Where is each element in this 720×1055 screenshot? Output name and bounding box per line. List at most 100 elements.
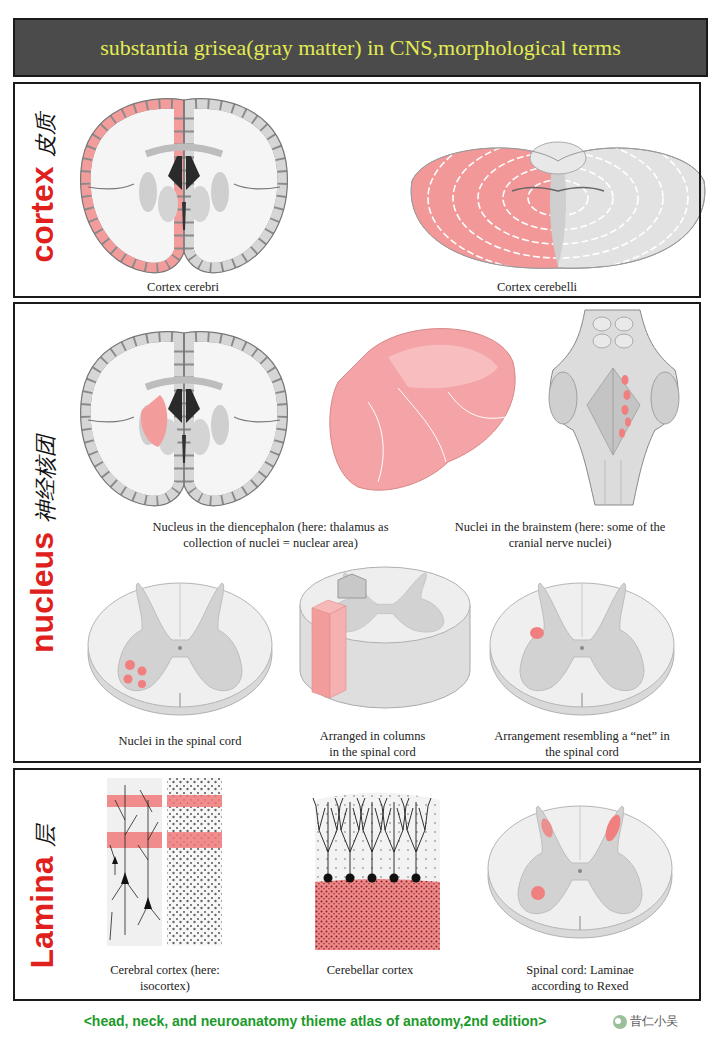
illustration-part [550, 164, 566, 266]
spinal-cord-nuclei [88, 583, 272, 715]
illustration-part [428, 124, 688, 272]
section-term-chinese: 层 [31, 825, 61, 847]
brainstem-dorsal [549, 310, 679, 505]
illustration-part [593, 334, 611, 348]
illustration-part [615, 317, 633, 331]
illustration-part [549, 372, 577, 424]
illustration-part [312, 608, 330, 698]
illustration-part [81, 99, 184, 273]
illustration-part [81, 99, 184, 273]
illustration-part [81, 99, 184, 273]
illustration-part [81, 332, 184, 506]
illustration-part [184, 99, 287, 273]
illustration-part [141, 395, 167, 447]
illustration-part [184, 332, 287, 506]
figure-caption: Cortex cerebelli [467, 279, 607, 295]
figure-caption: Nuclei in the brainstem (here: some of t… [445, 519, 675, 552]
section-term: Lamina [24, 856, 61, 968]
illustration-part [330, 606, 346, 698]
illustration-part [184, 99, 287, 273]
illustration-part [184, 332, 287, 506]
illustration-part [512, 188, 604, 192]
illustration-part [184, 99, 287, 273]
section-term-chinese: 神经核团 [31, 435, 61, 523]
section-term: cortex [24, 166, 61, 262]
illustration-part [110, 785, 160, 940]
cerebellar-cortex [313, 793, 440, 951]
illustration-part [625, 418, 631, 427]
illustration-part [88, 333, 280, 463]
watermark: 昔仁小吴 [630, 1014, 714, 1030]
figure-caption: Spinal cord: Laminae according to Rexed [510, 962, 650, 995]
cerebellum-section [411, 124, 705, 272]
spinal-cord-net [490, 583, 674, 715]
illustration-part [401, 798, 431, 883]
spinal-cord-laminae [488, 806, 672, 938]
illustration-part [81, 99, 184, 273]
illustration-part [107, 778, 162, 946]
illustration-part [81, 332, 184, 506]
figure-caption: Cortex cerebri [113, 279, 253, 295]
illustration-part [531, 886, 545, 900]
illustration-part [88, 583, 272, 715]
illustration-part [651, 372, 679, 424]
illustration-part [81, 332, 184, 506]
illustration-part [613, 368, 614, 455]
figure-caption: Cerebellar cortex [310, 962, 430, 978]
illustration-part [587, 368, 640, 455]
illustration-part [530, 627, 544, 639]
isocortex-layers [107, 778, 222, 946]
illustration-part [530, 142, 586, 174]
title-bar: substantia grisea(gray matter) in CNS,mo… [13, 18, 708, 77]
illustration-part [624, 390, 631, 400]
illustration-part [167, 778, 222, 946]
illustration-part [184, 332, 287, 506]
brain-coronal-thalamus [81, 332, 288, 506]
illustration-part [88, 100, 280, 230]
side-label: nucleus 神经核团 [24, 435, 61, 653]
illustration-part [184, 332, 287, 506]
section-term: nucleus [24, 532, 61, 653]
illustration-part [315, 879, 440, 950]
illustration-part [622, 375, 629, 385]
illustration-part [603, 813, 624, 843]
illustration-part [138, 667, 147, 676]
figure-caption: Arranged in columns in the spinal cord [315, 728, 430, 761]
source-caption: <head, neck, and neuroanatomy thieme atl… [20, 1013, 610, 1029]
illustration-part [184, 332, 287, 506]
brain-coronal [81, 99, 288, 273]
illustration-part [605, 460, 621, 505]
illustration-part [107, 832, 162, 848]
watermark-icon [613, 1015, 627, 1029]
section-panel: cortex皮质 [13, 82, 701, 298]
illustration-part [368, 388, 506, 482]
title-text: substantia grisea(gray matter) in CNS,mo… [100, 35, 621, 61]
illustration-part [615, 1018, 621, 1024]
illustration-part [184, 99, 287, 273]
illustration-part [615, 334, 633, 348]
illustration-part [167, 832, 222, 848]
illustration-part [184, 99, 287, 273]
illustration-part [167, 795, 222, 807]
figure-caption: Nuclei in the spinal cord [100, 733, 260, 749]
illustration-part [539, 817, 555, 839]
figure-caption: Cerebral cortex (here: isocortex) [105, 962, 225, 995]
side-label: Lamina 层 [24, 825, 61, 968]
illustration-part [125, 660, 135, 670]
illustration-part [490, 583, 674, 715]
illustration-part [619, 429, 625, 438]
figure-caption: Nucleus in the diencephalon (here: thala… [138, 519, 403, 552]
illustration-part [315, 793, 440, 951]
illustration-part [167, 778, 222, 946]
illustration-part [112, 856, 152, 909]
figure-caption: Arrangement resembling a “net” in the sp… [487, 728, 677, 761]
illustration-part [124, 675, 133, 684]
illustration-part [81, 332, 184, 506]
illustration-part [488, 806, 672, 938]
illustration-part [622, 405, 629, 415]
illustration-part [81, 99, 184, 273]
illustration-part [388, 345, 498, 389]
illustration-part [315, 879, 440, 950]
spinal-cord-columns [300, 567, 470, 708]
